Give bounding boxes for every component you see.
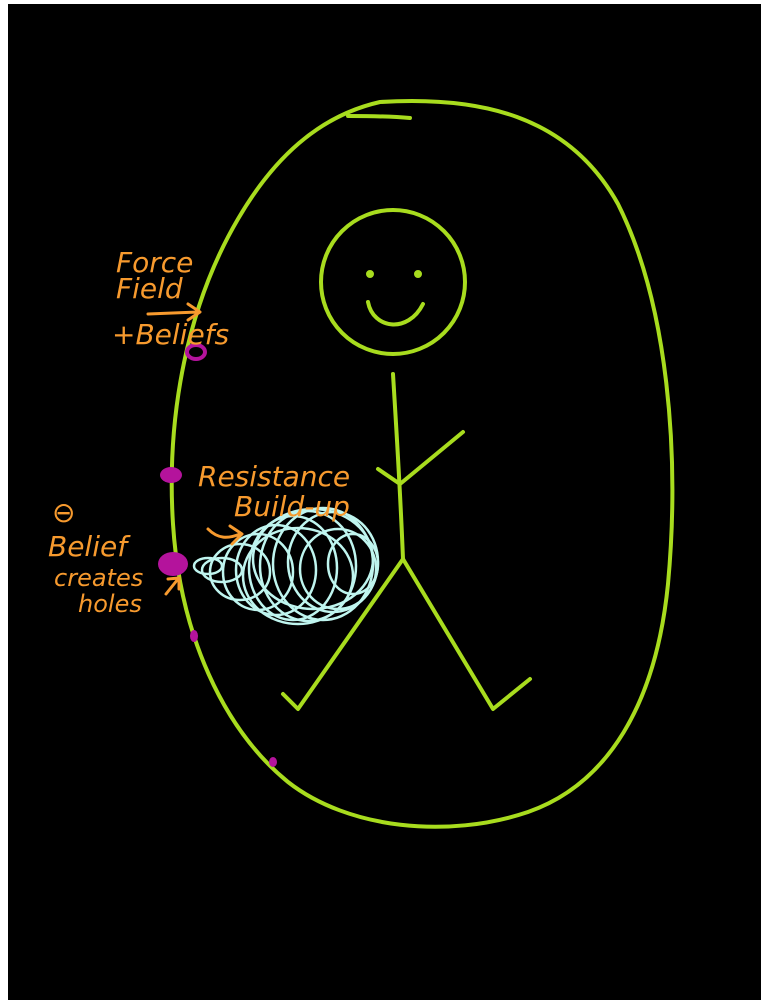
arrow-holes — [166, 578, 179, 594]
label-build-up: Build-up — [234, 490, 350, 523]
label-belief: Belief — [48, 530, 131, 563]
diagram-svg: Force Field +Beliefs ⊖ Belief creates ho… — [8, 4, 761, 1000]
smile — [368, 302, 423, 324]
hole-large — [158, 552, 188, 576]
head — [321, 210, 465, 354]
right-leg — [403, 559, 530, 709]
label-plus-beliefs: +Beliefs — [112, 318, 229, 351]
body — [393, 374, 403, 559]
left-arm — [378, 469, 400, 484]
hole-middle — [160, 467, 182, 483]
label-resistance: Resistance — [198, 460, 350, 493]
label-holes: holes — [78, 590, 142, 618]
label-creates: creates — [54, 564, 143, 592]
hole-bottom — [269, 757, 277, 767]
field-overlap-stroke — [348, 116, 410, 118]
drawing-canvas: Force Field +Beliefs ⊖ Belief creates ho… — [8, 4, 761, 1000]
right-eye — [416, 272, 420, 276]
resistance-swirl — [194, 508, 378, 624]
left-eye — [368, 272, 372, 276]
label-field: Field — [116, 272, 183, 305]
right-arm — [400, 432, 463, 484]
hole-lower — [190, 630, 198, 642]
label-minus: ⊖ — [52, 496, 75, 529]
